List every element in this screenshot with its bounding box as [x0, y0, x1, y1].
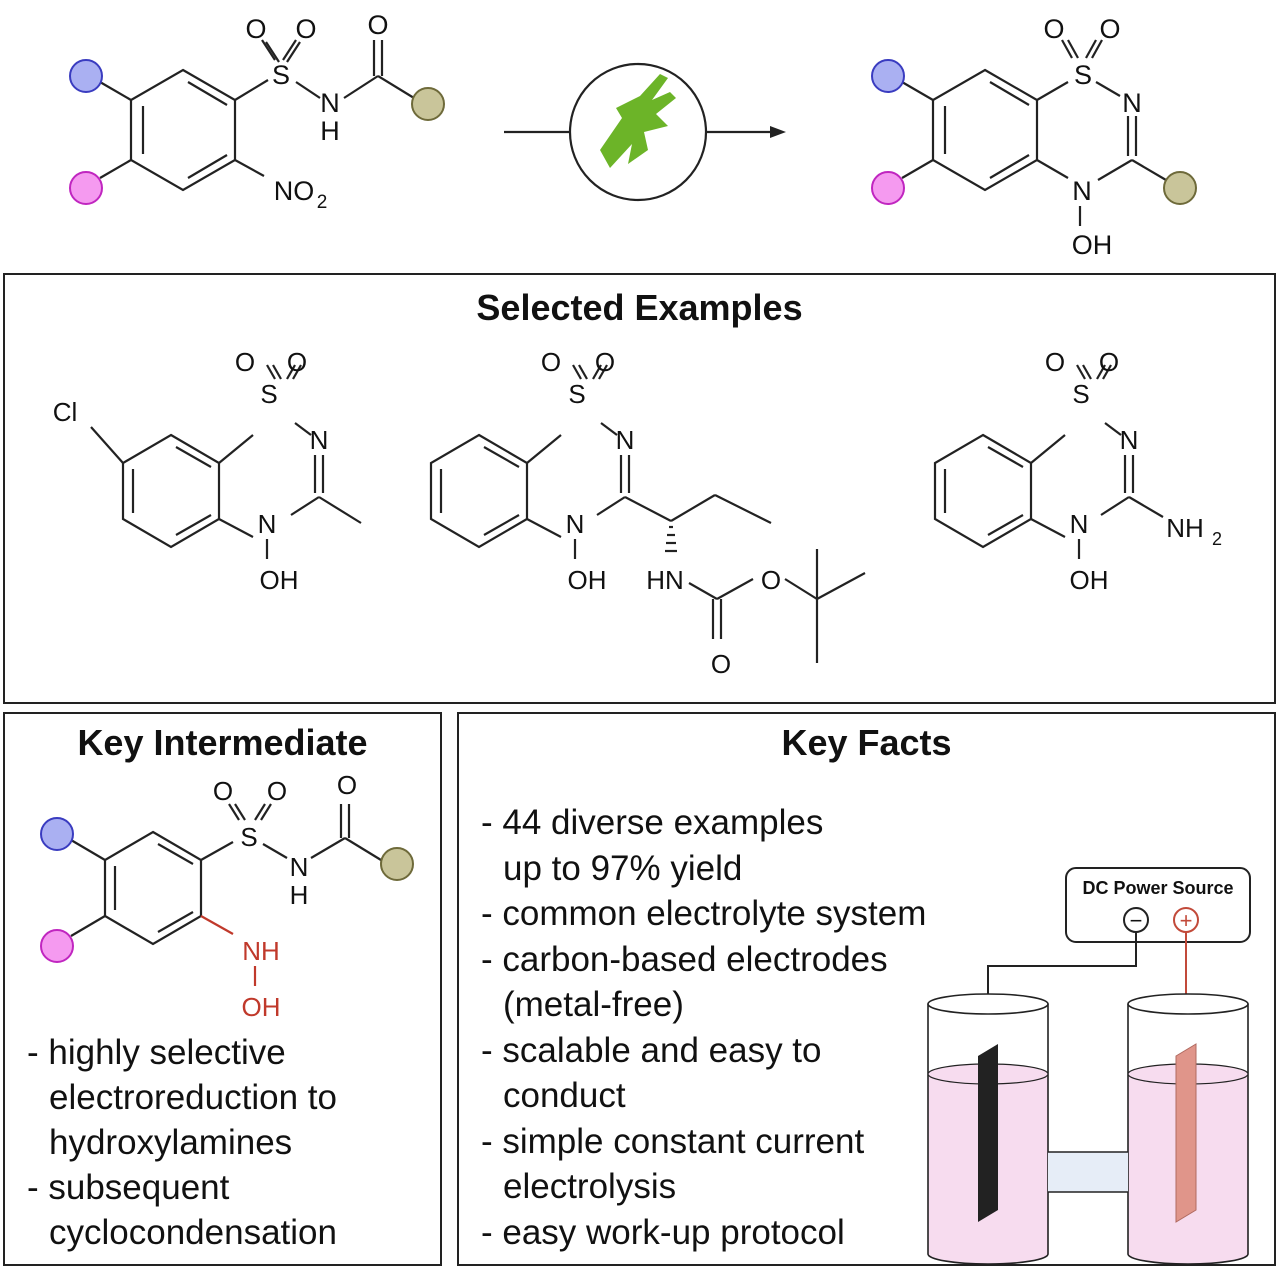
dc-power-source-label: DC Power Source — [1082, 878, 1233, 898]
atom-label: O — [295, 14, 316, 44]
atom-label: O — [761, 565, 781, 595]
selected-examples-panel: Selected Examples — [3, 273, 1276, 704]
bullet-text: - highly selective — [27, 1033, 286, 1072]
key-facts-panel: Key Facts - 44 diverse examples up to 97… — [457, 712, 1276, 1266]
bullet-text: - 44 diverse examples — [481, 803, 824, 842]
magenta-substituent — [871, 171, 905, 205]
atom-label: O — [267, 776, 287, 806]
atom-label: S — [1072, 379, 1089, 409]
bullet-text: hydroxylamines — [49, 1123, 293, 1162]
bullet-text: - common electrolyte system — [481, 894, 927, 933]
key-facts-bullets: - 44 diverse examples up to 97% yield - … — [481, 800, 926, 1255]
selected-examples-structures: Cl S O O N N OH S O O N N OH HN O O S O … — [53, 347, 1222, 679]
olive-substituent — [380, 847, 414, 881]
key-intermediate-structure: S O O O N H NH OH — [40, 770, 414, 1022]
atom-label: N — [616, 425, 635, 455]
bullet-text: - carbon-based electrodes — [481, 939, 888, 979]
bullet-text: up to 97% yield — [503, 848, 743, 888]
atom-label: N — [1120, 425, 1139, 455]
key-intermediate-title: Key Intermediate — [77, 722, 368, 763]
bullet-text: cyclocondensation — [49, 1213, 337, 1252]
electrolysis-cell-diagram: DC Power Source − + — [927, 867, 1251, 1264]
key-facts-title: Key Facts — [781, 722, 952, 763]
blue-substituent — [40, 817, 74, 851]
key-intermediate-bullets: - highly selective electroreduction to h… — [27, 1030, 337, 1255]
nitro-label: NO — [274, 176, 315, 206]
bullet-text: - scalable and easy to — [481, 1030, 822, 1070]
atom-label: O — [245, 14, 266, 44]
key-intermediate-panel: Key Intermediate S — [3, 712, 442, 1266]
atom-label: O — [711, 649, 731, 679]
bullet-item: - simple constant current electrolysis — [481, 1119, 926, 1210]
hydroxylamine-nh-label: NH — [242, 936, 280, 966]
magenta-substituent — [69, 171, 103, 205]
atom-label: O — [1099, 14, 1120, 44]
positive-terminal-label: + — [1180, 908, 1193, 933]
atom-label: S — [568, 379, 585, 409]
negative-terminal-label: − — [1130, 908, 1143, 933]
atom-label: O — [287, 347, 307, 377]
blue-substituent — [871, 59, 905, 93]
electricity-plug-icon — [600, 74, 676, 168]
atom-label: HN — [646, 565, 684, 595]
atom-label: OH — [568, 565, 607, 595]
bullet-text: - easy work-up protocol — [481, 1212, 845, 1252]
olive-substituent — [1163, 171, 1197, 205]
atom-label: OH — [1070, 565, 1109, 595]
bullet-item: - highly selective electroreduction to h… — [27, 1030, 337, 1165]
bullet-item: - scalable and easy to conduct — [481, 1028, 926, 1119]
reaction-scheme: S O O O N H NO 2 S O O N N OH — [69, 10, 1197, 260]
atom-label: H — [320, 116, 340, 146]
atom-label: N — [258, 509, 277, 539]
atom-label: Cl — [53, 397, 78, 427]
bullet-text: electroreduction to — [49, 1078, 337, 1117]
dc-power-source-box — [1065, 867, 1251, 943]
bullet-text: electrolysis — [503, 1167, 677, 1206]
atom-subscript: 2 — [1212, 529, 1222, 549]
bullet-text: (metal-free) — [503, 985, 684, 1024]
atom-label: O — [213, 776, 233, 806]
atom-label: S — [240, 822, 257, 852]
nitro-subscript: 2 — [317, 192, 328, 213]
atom-label: S — [1074, 60, 1092, 90]
atom-label: N — [290, 852, 309, 882]
bullet-item: - 44 diverse examples up to 97% yield — [481, 800, 926, 891]
cathode-electrode — [978, 1044, 998, 1222]
atom-label: NH — [1166, 513, 1204, 543]
atom-label: O — [367, 10, 388, 40]
bullet-item: - easy work-up protocol — [481, 1210, 926, 1256]
bullet-item: - subsequent cyclocondensation — [27, 1165, 337, 1255]
atom-label: N — [1122, 88, 1142, 118]
atom-label: O — [1099, 347, 1119, 377]
atom-label: H — [290, 880, 309, 910]
magenta-substituent — [40, 929, 74, 963]
atom-label: O — [541, 347, 561, 377]
atom-label: O — [1043, 14, 1064, 44]
blue-substituent — [69, 59, 103, 93]
atom-label: N — [1072, 176, 1092, 206]
atom-label: N — [1070, 509, 1089, 539]
bullet-text: conduct — [503, 1076, 626, 1115]
salt-bridge — [1048, 1152, 1128, 1192]
atom-label: O — [1045, 347, 1065, 377]
atom-label: O — [595, 347, 615, 377]
atom-label: OH — [260, 565, 299, 595]
atom-label: S — [272, 60, 290, 90]
olive-substituent — [411, 87, 445, 121]
atom-label: N — [566, 509, 585, 539]
selected-examples-title: Selected Examples — [476, 287, 803, 328]
bullet-item: - common electrolyte system — [481, 891, 926, 937]
atom-label: S — [260, 379, 277, 409]
atom-label: N — [320, 88, 340, 118]
bullet-item: - carbon-based electrodes (metal-free) — [481, 937, 926, 1028]
atom-label: OH — [1072, 230, 1113, 260]
anode-electrode — [1175, 1043, 1197, 1223]
atom-label: O — [337, 770, 357, 800]
bullet-text: - subsequent — [27, 1168, 230, 1207]
atom-label: O — [235, 347, 255, 377]
atom-label: N — [310, 425, 329, 455]
hydroxylamine-oh-label: OH — [242, 992, 281, 1022]
bullet-text: - simple constant current — [481, 1121, 865, 1161]
